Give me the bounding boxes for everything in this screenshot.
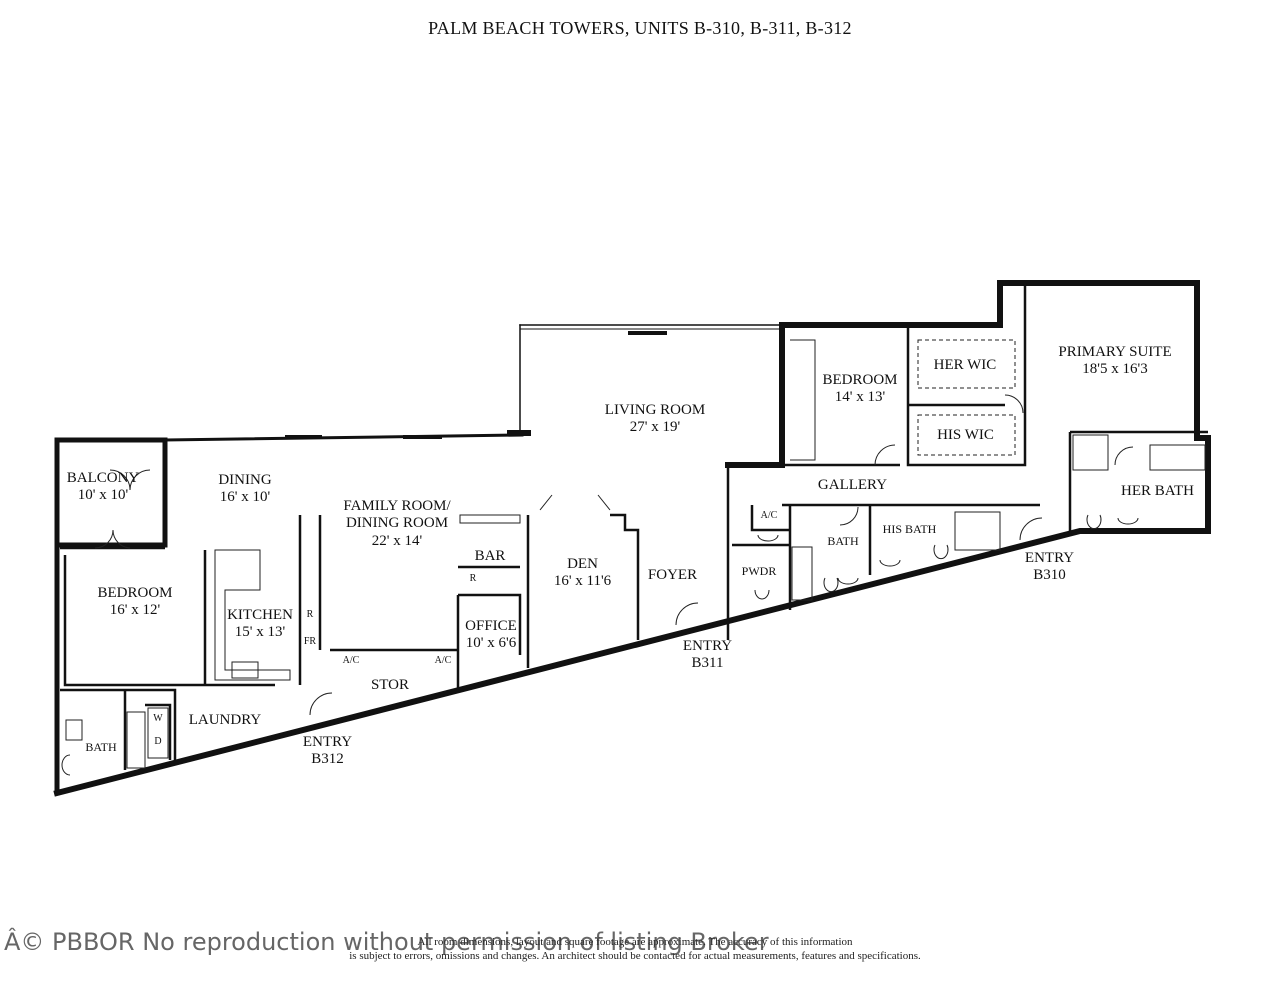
- door-gallery: [874, 444, 896, 466]
- toilet-pwdr: [754, 589, 770, 600]
- washer-tag: W: [153, 713, 163, 724]
- disclaimer-text: All room dimensions, layout and square f…: [349, 936, 921, 962]
- door-balcony: [109, 469, 151, 491]
- wall-office: [458, 593, 522, 655]
- stor-label: STOR: [370, 677, 410, 693]
- wall-bedroom-west: [63, 555, 205, 687]
- door-entry-b311: [675, 602, 699, 626]
- tub-her-bath: [1149, 444, 1206, 471]
- sink-west: [65, 719, 83, 741]
- door-den: [539, 494, 611, 511]
- her-wic-label: HER WIC: [933, 357, 997, 373]
- bar-counter: [459, 514, 521, 524]
- shower-center: [791, 546, 813, 601]
- toilet-west: [61, 754, 71, 776]
- shower-his: [954, 511, 1001, 551]
- north-wall-dining: [163, 433, 524, 442]
- laundry-label: LAUNDRY: [188, 712, 262, 728]
- bar-label: BAR: [474, 548, 506, 564]
- door-bath-center: [839, 506, 859, 526]
- wall-ac: [750, 505, 790, 532]
- closet-his-wic: [917, 414, 1016, 456]
- laundry-wd: [147, 707, 169, 759]
- door-bedroom-balcony: [94, 529, 131, 549]
- his-wic-label: HIS WIC: [937, 427, 994, 443]
- door-entry-b312: [309, 692, 333, 716]
- wall-laundry: [145, 703, 172, 760]
- ac-tag-2: A/C: [434, 655, 452, 666]
- foyer-label: FOYER: [647, 567, 698, 583]
- bath-center-label: BATH: [827, 534, 859, 548]
- freezer-tag: FR: [303, 636, 317, 647]
- her-bath-label: HER BATH: [1121, 483, 1194, 499]
- door-primary: [1004, 394, 1024, 414]
- sink-pwdr: [757, 534, 779, 542]
- shower-her: [1072, 434, 1109, 471]
- plan-title: PALM BEACH TOWERS, UNITS B-310, B-311, B…: [428, 18, 852, 38]
- sink-bath: [837, 577, 859, 585]
- pwdr-label: PWDR: [741, 564, 777, 578]
- kitchen-counter: [214, 549, 291, 681]
- wall-wic: [906, 325, 1027, 467]
- fridge-tag-bar: R: [469, 573, 477, 584]
- bath-west-label: BATH: [85, 740, 117, 754]
- sink-her: [1117, 517, 1139, 525]
- gallery-label: GALLERY: [817, 477, 888, 493]
- door-entry-b310: [1019, 517, 1043, 541]
- dryer-tag: D: [154, 736, 162, 747]
- toilet-his: [933, 544, 949, 560]
- closet-her-wic: [917, 339, 1016, 389]
- fridge-tag-kitchen: R: [306, 609, 314, 620]
- ac-tag-3: A/C: [760, 510, 778, 521]
- tub-west: [126, 711, 146, 769]
- copyright-watermark: Â© PBBOR No reproduction without permiss…: [4, 928, 769, 956]
- closet-bedroom-east: [790, 339, 816, 461]
- wall-bath-west: [60, 688, 177, 760]
- his-bath-label: HIS BATH: [882, 522, 937, 536]
- exterior-wall: [53, 280, 1211, 797]
- toilet-bath: [823, 577, 839, 593]
- ac-tag-1: A/C: [342, 655, 360, 666]
- door-her-bath: [1114, 446, 1134, 466]
- wall-den-east: [610, 513, 640, 640]
- stove: [231, 661, 259, 679]
- sink-his: [879, 559, 901, 567]
- toilet-her: [1086, 514, 1102, 530]
